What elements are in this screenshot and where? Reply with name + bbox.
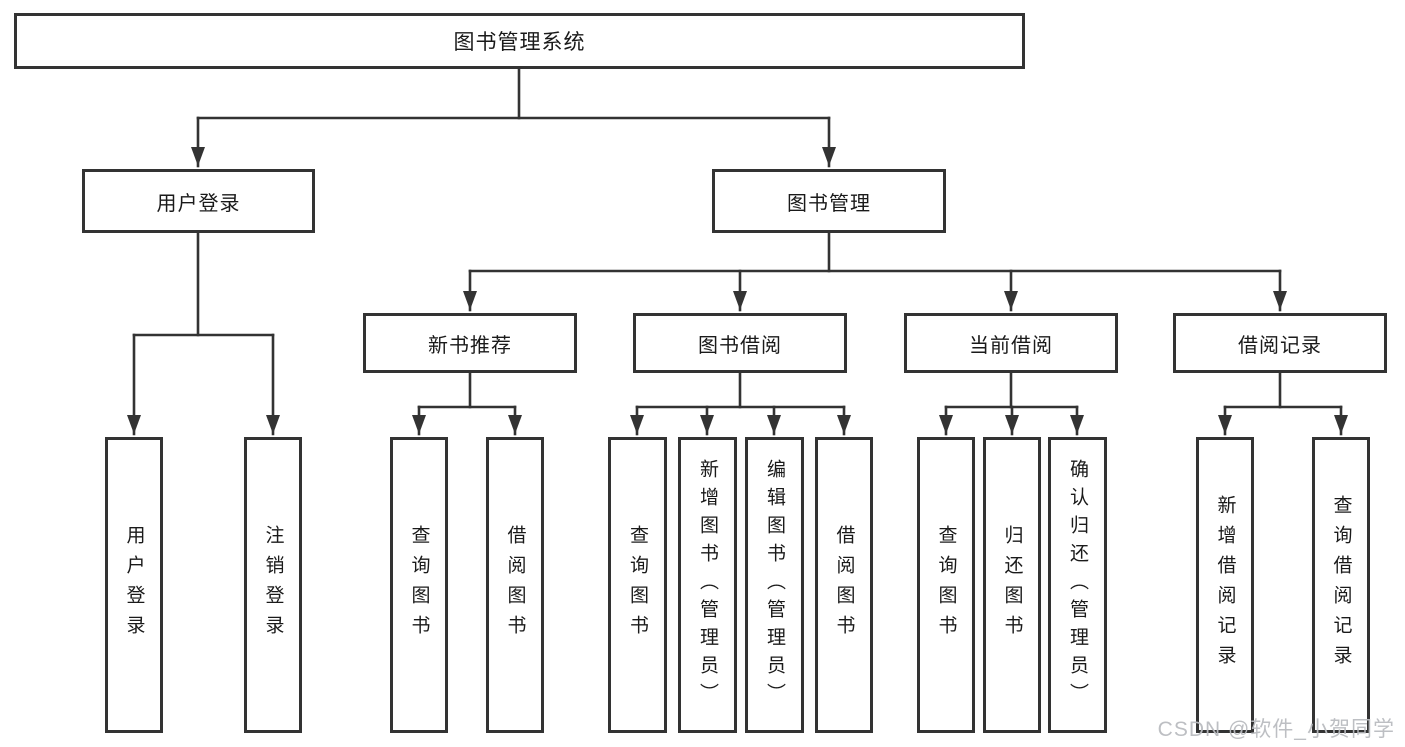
node-book-management: 图书管理 (712, 169, 946, 233)
node-label: 图书借阅 (698, 334, 782, 357)
leaf-label: 确认归还（管理员） (1067, 459, 1088, 711)
leaf-label: 新增借阅记录 (1214, 495, 1236, 675)
leaf-bb-query-books: 查询图书 (608, 437, 667, 733)
node-user-login: 用户登录 (82, 169, 315, 233)
leaf-cb-return-books: 归还图书 (983, 437, 1041, 733)
node-label: 新书推荐 (428, 334, 512, 357)
node-label: 图书管理系统 (453, 31, 586, 54)
node-label: 当前借阅 (969, 334, 1053, 357)
leaf-label: 借阅图书 (504, 525, 526, 645)
leaf-br-add-record: 新增借阅记录 (1196, 437, 1254, 733)
leaf-bb-edit-books-admin: 编辑图书（管理员） (745, 437, 804, 733)
leaf-label: 注销登录 (262, 525, 284, 645)
node-library-management-system: 图书管理系统 (14, 13, 1025, 69)
leaf-cb-query-books: 查询图书 (917, 437, 975, 733)
node-label: 图书管理 (787, 192, 871, 215)
leaf-label: 归还图书 (1001, 525, 1023, 645)
node-borrowing-records: 借阅记录 (1173, 313, 1387, 373)
leaf-label: 查询图书 (935, 525, 957, 645)
leaf-br-query-record: 查询借阅记录 (1312, 437, 1370, 733)
leaf-label: 新增图书（管理员） (697, 459, 718, 711)
node-book-borrowing: 图书借阅 (633, 313, 847, 373)
leaf-label: 查询图书 (627, 525, 648, 645)
leaf-label: 查询借阅记录 (1330, 495, 1352, 675)
leaf-nb-query-books: 查询图书 (390, 437, 448, 733)
node-current-borrowing: 当前借阅 (904, 313, 1118, 373)
node-label: 借阅记录 (1238, 334, 1322, 357)
leaf-label: 借阅图书 (833, 525, 855, 645)
leaf-bb-borrow-books: 借阅图书 (815, 437, 873, 733)
leaf-cb-confirm-return-admin: 确认归还（管理员） (1048, 437, 1107, 733)
leaf-nb-borrow-books: 借阅图书 (486, 437, 544, 733)
leaf-user-login: 用户登录 (105, 437, 163, 733)
leaf-label: 查询图书 (408, 525, 430, 645)
leaf-label: 编辑图书（管理员） (764, 459, 785, 711)
leaf-logout: 注销登录 (244, 437, 302, 733)
node-new-book-recommend: 新书推荐 (363, 313, 577, 373)
node-label: 用户登录 (156, 192, 241, 215)
leaf-bb-add-books-admin: 新增图书（管理员） (678, 437, 737, 733)
leaf-label: 用户登录 (123, 525, 145, 645)
